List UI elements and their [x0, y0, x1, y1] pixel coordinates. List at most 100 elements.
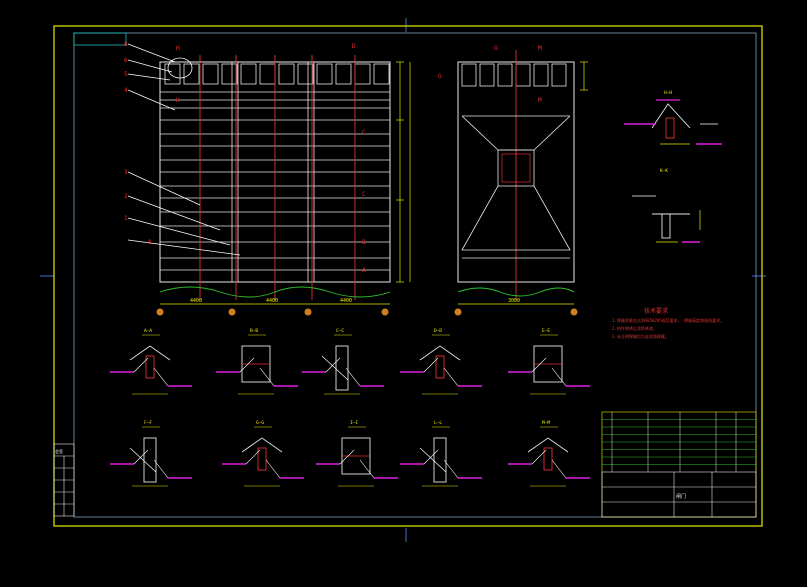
countersign-header: 会签: [55, 448, 63, 454]
top-left-code-box: [73, 32, 127, 46]
top-panel: [202, 63, 219, 85]
notes-line: 3.未注明焊缝均为连续角焊缝。: [612, 333, 669, 339]
detail-mark: H—H: [664, 90, 672, 96]
detail-mark: G—G: [256, 420, 264, 426]
top-panel: [164, 63, 181, 85]
top-panel: [278, 63, 295, 85]
section-mark: G: [438, 73, 442, 80]
weld-leader: [531, 357, 547, 373]
notes-title: 技术要求: [644, 307, 668, 315]
weld-leader: [551, 367, 567, 387]
weld-leader: [239, 357, 255, 373]
section-detail: A—A: [110, 328, 192, 395]
section-mark: G: [494, 45, 498, 52]
top-panel: [297, 63, 314, 85]
top-panel: [183, 63, 200, 85]
inner-frame: [73, 32, 757, 518]
section-detail: C—C: [302, 328, 384, 395]
weld-leader: [339, 449, 355, 465]
section-mark: C: [362, 191, 366, 198]
top-panel: [533, 63, 549, 87]
section-mark: B: [362, 239, 366, 246]
weld-leader: [423, 449, 439, 465]
callout-label: 2: [124, 193, 128, 200]
outer-frame: [53, 25, 763, 527]
detail-mark: E—E: [542, 328, 550, 334]
detail-member: [143, 437, 157, 483]
detail-right-1: H—H: [624, 90, 722, 145]
detail-member: [241, 437, 283, 453]
top-panel: [373, 63, 390, 85]
detail-mark: C—C: [336, 328, 344, 334]
weld-leader: [423, 357, 439, 373]
section-mark: H: [176, 45, 180, 52]
weld-leader: [153, 367, 169, 387]
detail-member: [419, 345, 461, 361]
section-mark: H: [176, 97, 180, 104]
top-panel: [221, 63, 238, 85]
center-crosshairs: [40, 18, 766, 542]
detail-member: [527, 437, 569, 453]
callout-label: 6: [124, 57, 128, 64]
top-panel: [335, 63, 352, 85]
detail-plate: [435, 355, 445, 379]
section-detail: M—M: [508, 420, 590, 487]
detail-plate: [543, 447, 553, 471]
dimension-label: 4400: [266, 298, 278, 304]
title-block: [601, 411, 757, 518]
notes-line: 2.构件除锈后涂防锈漆。: [612, 325, 657, 331]
callout-label: 8: [148, 239, 152, 246]
callout-label: 1: [124, 215, 128, 222]
weld-leader: [359, 459, 375, 479]
detail-leader: [419, 447, 447, 473]
detail-member: [335, 345, 349, 391]
detail-right-2: K—K: [632, 168, 701, 243]
weld-leader: [259, 367, 275, 387]
technical-notes: 技术要求 1.焊缝质量应达到GB50205规范要求。 焊缝高度按图纸要求。 2.…: [612, 307, 724, 339]
detail-plate: [257, 447, 267, 471]
section-detail: I—I: [316, 420, 398, 487]
detail-member: [433, 437, 447, 483]
detail-mark: B—B: [250, 328, 258, 334]
weld-leader: [153, 459, 169, 479]
weld-leader: [443, 367, 459, 387]
detail-mark: D—D: [434, 328, 442, 334]
detail-mark: I—I: [350, 420, 358, 426]
section-detail: B—B: [216, 328, 298, 395]
top-panel: [461, 63, 477, 87]
front-view: 8 6 5 4 3 2 1 8 H H D C C B A 4400 4400 …: [124, 41, 411, 316]
weld-leader: [345, 367, 361, 387]
detail-leader: [321, 355, 349, 381]
section-mark: A: [362, 267, 366, 274]
weld-leader: [443, 459, 459, 479]
section-mark: C: [362, 129, 366, 136]
section-mark: M: [538, 45, 542, 52]
detail-mark: F—F: [144, 420, 152, 426]
section-mark: M: [538, 97, 542, 104]
top-panel: [240, 63, 257, 85]
weld-leader: [245, 449, 261, 465]
notes-line: 1.焊缝质量应达到GB50205规范要求。 焊缝高度按图纸要求。: [612, 317, 724, 323]
detail-member: [129, 345, 171, 361]
detail-mark: L—L: [434, 420, 442, 426]
callout-label: 8: [124, 41, 128, 48]
dimension-label: 4400: [190, 298, 202, 304]
weld-leader: [531, 449, 547, 465]
weld-leader: [551, 459, 567, 479]
weld-leader: [133, 357, 149, 373]
section-detail: E—E: [508, 328, 590, 395]
side-view: G G M M 3000: [438, 45, 588, 316]
callout-label: 4: [124, 87, 128, 94]
section-detail: D—D: [400, 328, 482, 395]
detail-plate: [145, 355, 155, 379]
dimension-label: 4400: [340, 298, 352, 304]
section-detail: F—F: [110, 420, 192, 487]
weld-leader: [325, 357, 341, 373]
detail-mark: K—K: [660, 168, 668, 174]
detail-mark: M—M: [542, 420, 550, 426]
weld-leader: [265, 459, 281, 479]
drawing-title: 闸门: [676, 493, 686, 500]
dimension-label: 3000: [508, 298, 520, 304]
section-detail: L—L: [400, 420, 482, 487]
